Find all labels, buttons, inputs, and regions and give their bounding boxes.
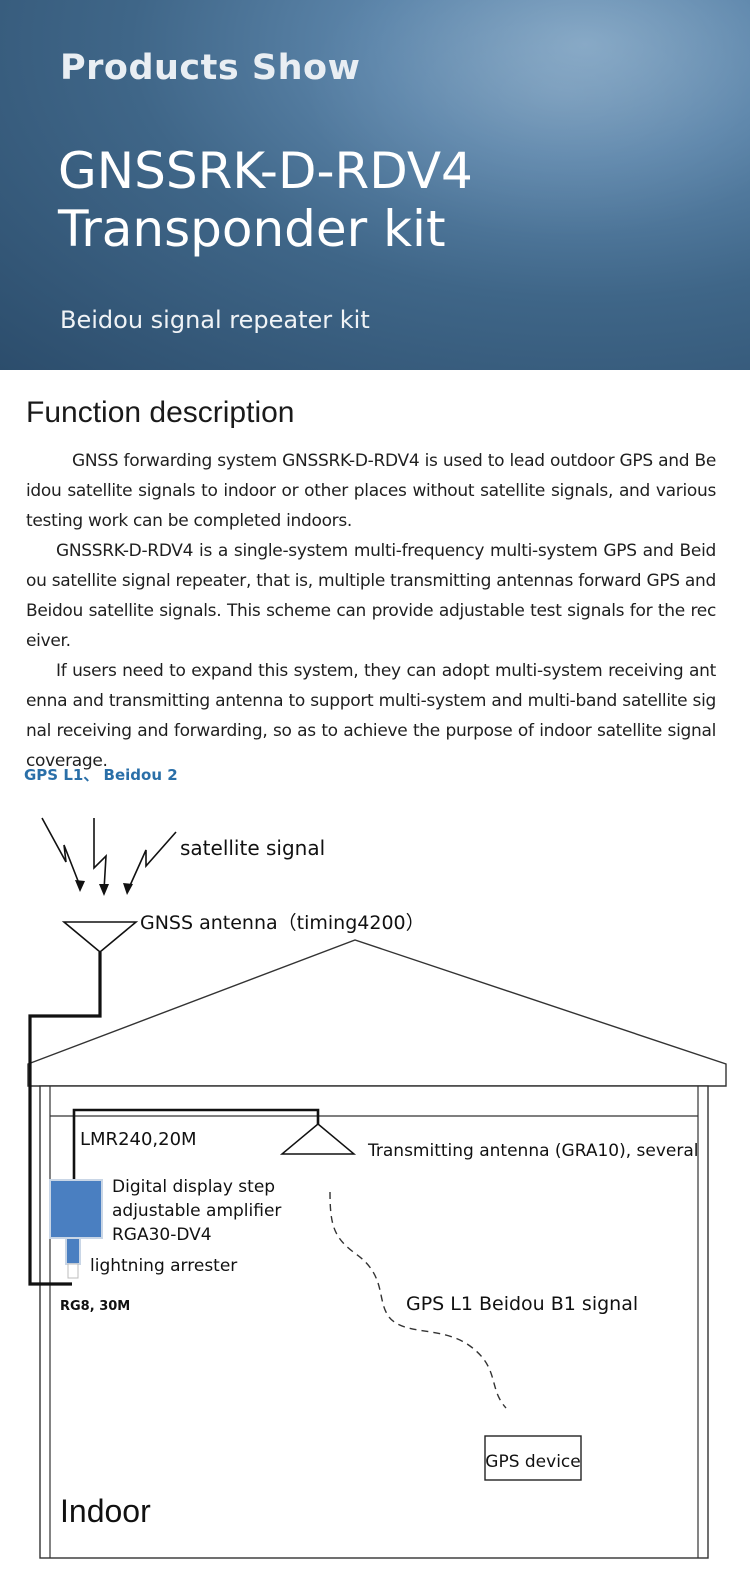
gps-device-label: GPS device bbox=[485, 1452, 580, 1472]
bands-label: GPS L1、 Beidou 2 bbox=[24, 766, 178, 784]
rg8-label: RG8, 30M bbox=[60, 1299, 130, 1314]
product-title-line1: GNSSRK-D-RDV4 bbox=[58, 142, 473, 200]
hero-sheen bbox=[300, 0, 750, 240]
gnss-antenna-icon bbox=[61, 921, 139, 954]
product-subtitle: Beidou signal repeater kit bbox=[60, 306, 370, 334]
amplifier-label-line2: adjustable amplifier bbox=[112, 1201, 281, 1221]
amplifier-box bbox=[49, 1179, 103, 1239]
gnss-antenna-label: GNSS antenna（timing4200） bbox=[140, 912, 425, 934]
rg8-cable bbox=[28, 952, 102, 1286]
lmr240-label: LMR240,20M bbox=[80, 1129, 197, 1150]
arrow-heads bbox=[75, 880, 133, 896]
product-title: GNSSRK-D-RDV4 Transponder kit bbox=[58, 142, 473, 258]
lightning-arrester bbox=[65, 1237, 81, 1265]
indoor-label: Indoor bbox=[60, 1493, 151, 1529]
hero-banner: Products Show GNSSRK-D-RDV4 Transponder … bbox=[0, 0, 750, 370]
description-paragraph-1: GNSS forwarding system GNSSRK-D-RDV4 is … bbox=[26, 451, 716, 531]
house-roof bbox=[27, 939, 727, 1087]
satellite-signal-label: satellite signal bbox=[180, 836, 325, 860]
lmr240-cable bbox=[72, 1108, 320, 1180]
signal-label: GPS L1 Beidou B1 signal bbox=[406, 1293, 638, 1315]
function-title: Function description bbox=[26, 396, 295, 429]
transmitting-antenna-icon bbox=[279, 1123, 357, 1155]
gps-device-box bbox=[484, 1435, 582, 1481]
system-diagram: satellite signal GNSS antenna（timing4200… bbox=[27, 817, 727, 1559]
product-title-line2: Transponder kit bbox=[58, 200, 446, 258]
signal-path bbox=[329, 1191, 507, 1409]
amplifier-label-line1: Digital display step bbox=[112, 1177, 275, 1197]
hero-label: Products Show bbox=[60, 48, 361, 88]
transmitting-antenna-label: Transmitting antenna (GRA10), several bbox=[367, 1141, 699, 1161]
description-paragraph-3: If users need to expand this system, the… bbox=[26, 661, 716, 771]
house-wall-outer bbox=[39, 1085, 709, 1559]
amplifier-label-line3: RGA30-DV4 bbox=[112, 1225, 212, 1245]
function-description: GNSS forwarding system GNSSRK-D-RDV4 is … bbox=[26, 446, 716, 776]
description-paragraph-2: GNSSRK-D-RDV4 is a single-system multi-f… bbox=[26, 541, 716, 651]
lightning-arrester-label: lightning arrester bbox=[90, 1256, 237, 1276]
satellite-signal-arrows bbox=[41, 817, 177, 891]
